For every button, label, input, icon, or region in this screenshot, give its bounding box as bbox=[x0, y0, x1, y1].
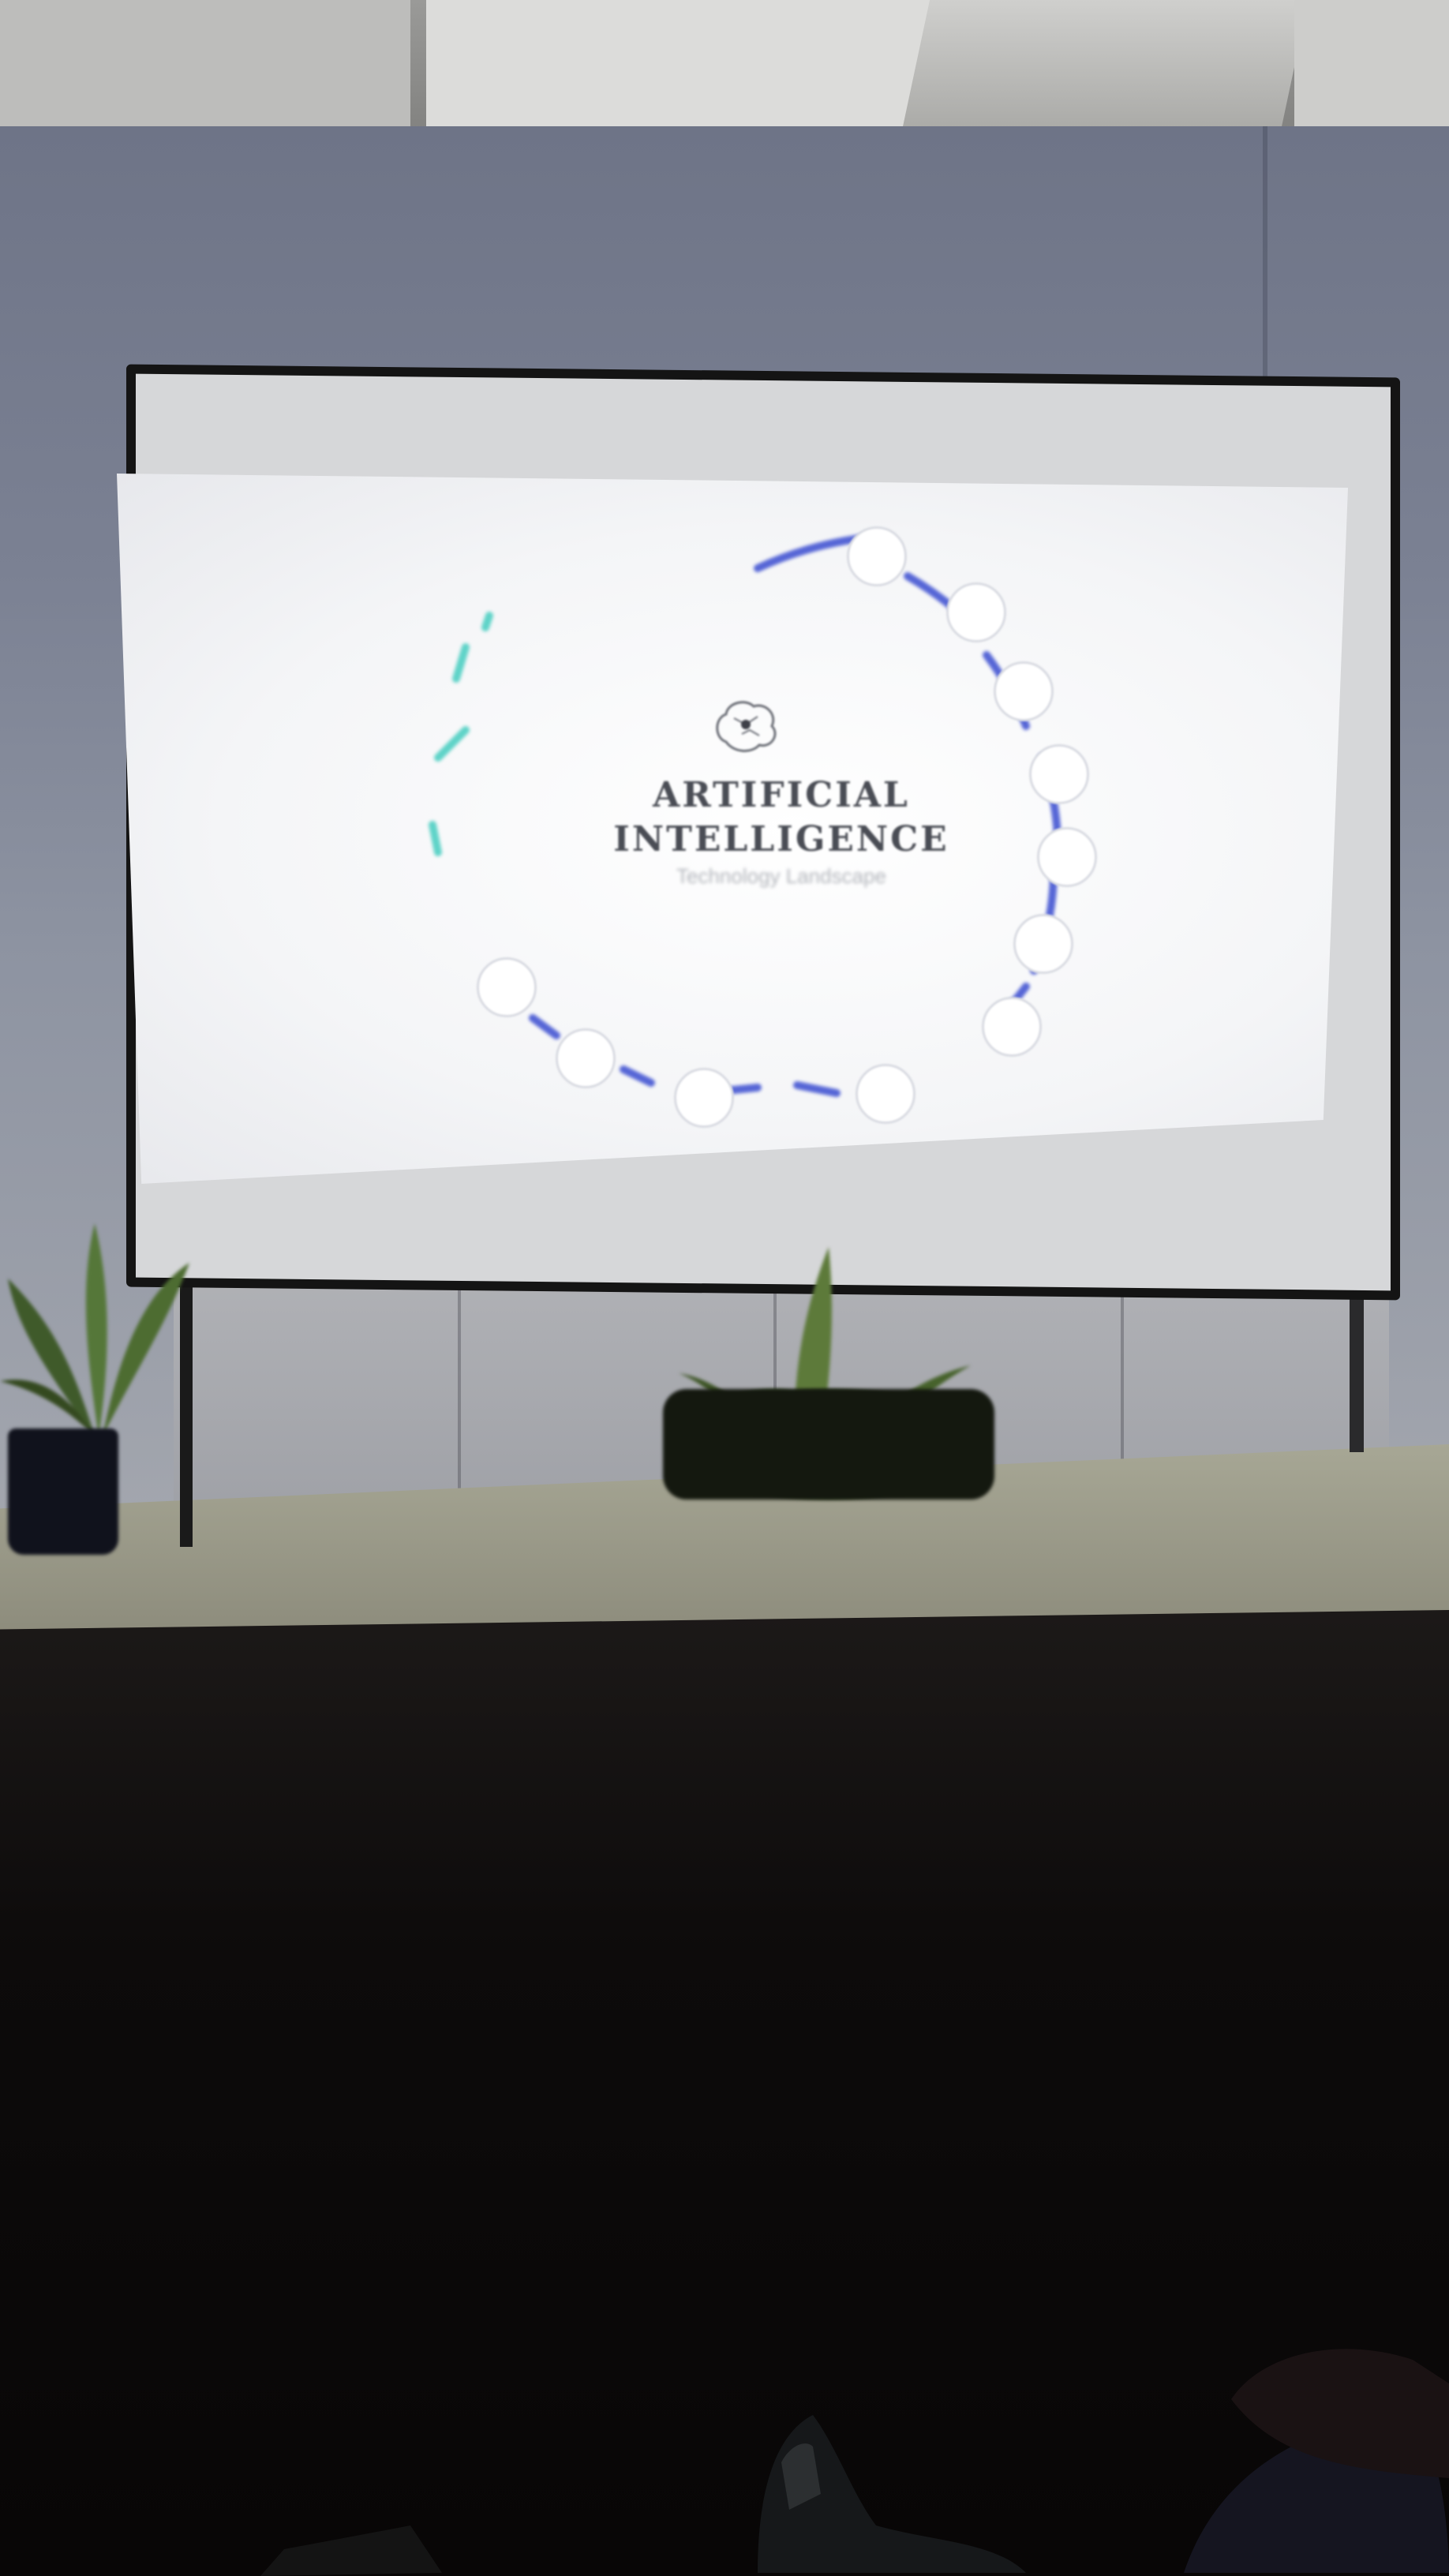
slide-subtitle: Technology Landscape bbox=[676, 864, 886, 888]
slide-title: ARTIFICIAL INTELLIGENCE bbox=[552, 773, 1010, 862]
slide-node bbox=[556, 1028, 616, 1088]
stage-front-dark bbox=[0, 1610, 1449, 2576]
slide-node bbox=[946, 582, 1006, 642]
slide-node bbox=[856, 1064, 915, 1124]
plant-left-leaves bbox=[0, 1223, 189, 1436]
slide-title-line2: INTELLIGENCE bbox=[613, 819, 949, 859]
slide-node bbox=[674, 1068, 734, 1128]
brain-icon bbox=[716, 701, 777, 752]
ceiling-light-panel bbox=[426, 0, 963, 130]
projected-slide bbox=[117, 474, 1348, 1184]
panel-seam bbox=[458, 1231, 461, 1531]
slide-node bbox=[477, 957, 537, 1017]
ceiling-vent bbox=[900, 0, 1309, 134]
panel-seam bbox=[1121, 1231, 1124, 1531]
slide-title-line1: ARTIFICIAL bbox=[653, 775, 910, 815]
panel-seam bbox=[773, 1231, 777, 1531]
audience-foreground bbox=[260, 2349, 1449, 2576]
slide-node bbox=[1013, 914, 1073, 974]
plant-left-pot bbox=[8, 1428, 118, 1555]
plant-center-planter bbox=[663, 1389, 994, 1500]
slide-node bbox=[994, 661, 1054, 721]
slide-node bbox=[1029, 744, 1089, 804]
screen-stand-left bbox=[180, 1263, 193, 1547]
slide-node bbox=[982, 997, 1042, 1057]
ceiling-tile bbox=[1294, 0, 1449, 130]
ceiling-tile bbox=[0, 0, 410, 130]
slide-node bbox=[1037, 827, 1097, 887]
slide-node bbox=[847, 526, 907, 586]
